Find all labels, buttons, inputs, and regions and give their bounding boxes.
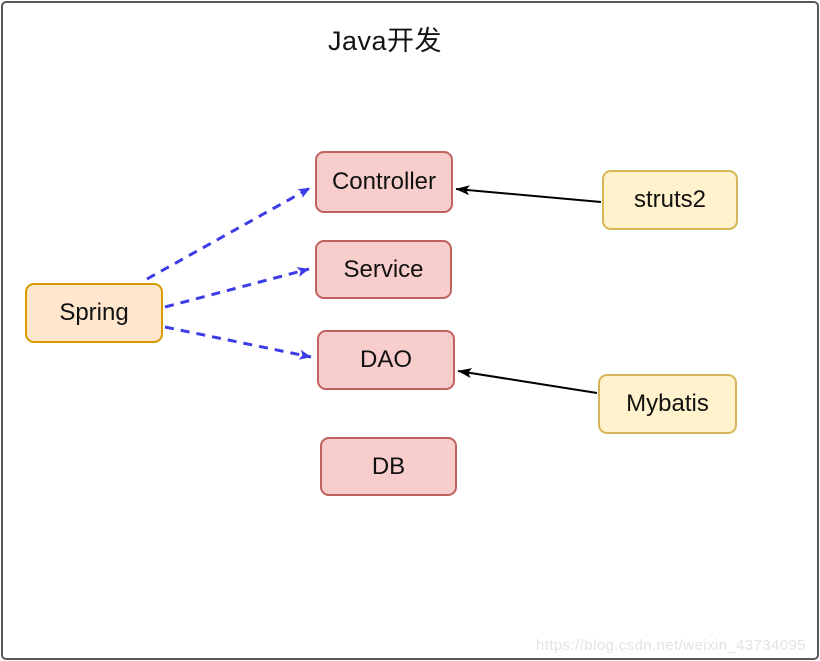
- node-dao-label: DAO: [359, 346, 412, 373]
- node-controller-label: Controller: [331, 168, 437, 195]
- node-db-label: DB: [371, 452, 406, 480]
- node-struts2-label: struts2: [633, 186, 707, 213]
- node-mybatis-label: Mybatis: [626, 390, 709, 417]
- node-db: DB: [320, 437, 457, 496]
- node-service: Service: [315, 240, 452, 299]
- watermark-url: https://blog.csdn.net/weixin_43734095: [536, 637, 806, 654]
- node-controller: Controller: [315, 151, 453, 213]
- diagram-title: Java开发: [327, 26, 443, 56]
- node-struts2: struts2: [602, 170, 738, 230]
- node-mybatis: Mybatis: [598, 374, 737, 434]
- node-spring-label: Spring: [59, 299, 129, 326]
- node-dao: DAO: [317, 330, 455, 390]
- node-service-label: Service: [343, 255, 424, 283]
- node-spring: Spring: [25, 283, 163, 343]
